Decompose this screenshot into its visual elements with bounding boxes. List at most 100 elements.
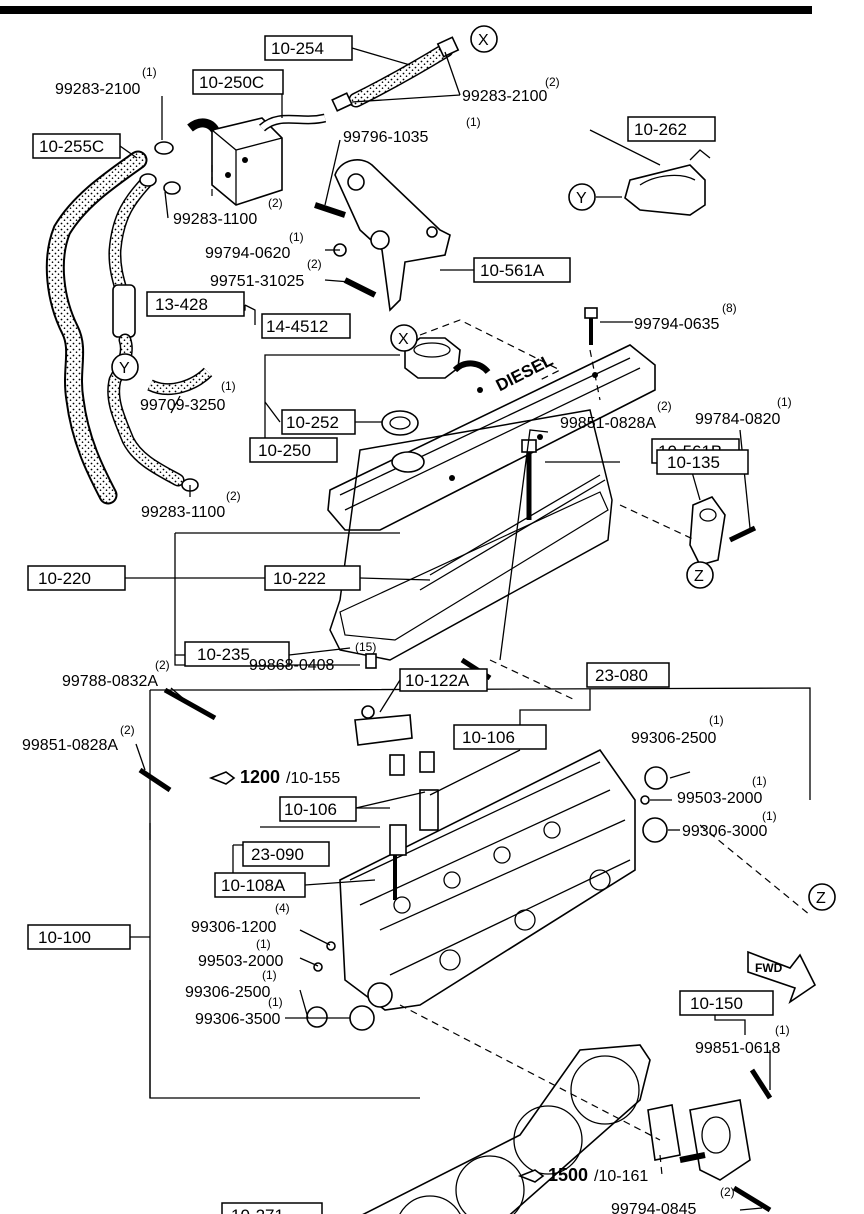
leader-lines	[119, 47, 811, 1211]
long-hose	[45, 150, 148, 505]
svg-text:10-222: 10-222	[273, 569, 326, 588]
filler-gasket	[381, 410, 419, 436]
ref-box-10-222[interactable]: 10-222	[264, 565, 361, 591]
ref-box-10-252[interactable]: 10-252	[281, 409, 356, 435]
part-99306-3500: 99306-3500	[195, 1011, 281, 1028]
ref-box-23-090[interactable]: 23-090	[242, 841, 330, 867]
ref-box-10-220[interactable]: 10-220	[27, 565, 126, 591]
part-labels: (1) 99283-2100 (2) 99283-2100 (1) 99796-…	[22, 65, 792, 1214]
ref-box-10-106-lower[interactable]: 10-106	[279, 796, 357, 822]
ref-box-10-135[interactable]: 10-135	[656, 449, 749, 475]
marker-z-lower: Z	[808, 883, 836, 911]
part-99784-0820: 99784-0820	[695, 411, 781, 428]
part-99306-3000: 99306-3000	[682, 823, 768, 840]
fwd-label: FWD	[755, 961, 783, 975]
svg-text:23-080: 23-080	[595, 666, 648, 685]
part-99283-1100-lower: 99283-1100	[141, 504, 225, 521]
svg-text:10-106: 10-106	[284, 800, 337, 819]
svg-text:Y: Y	[576, 190, 587, 207]
qty-2100-1: (1)	[142, 65, 157, 79]
qty-0820: (1)	[777, 395, 792, 409]
svg-text:14-4512: 14-4512	[266, 317, 328, 336]
qty-0828a-b: (2)	[120, 723, 135, 737]
callout-1200[interactable]: 1200 /10-155	[208, 767, 340, 787]
qty-1100-b: (2)	[226, 489, 241, 503]
ref-box-10-108a[interactable]: 10-108A	[214, 872, 306, 898]
qty-2500-b: (1)	[262, 968, 277, 982]
qty-2100-2: (2)	[545, 75, 560, 89]
svg-text:Y: Y	[119, 360, 130, 377]
part-99788-0832a: 99788-0832A	[62, 673, 158, 690]
ref-box-10-271[interactable]: 10-271	[221, 1202, 323, 1214]
bolt-99794-0635	[584, 307, 598, 345]
callout-1200-num: 1200	[240, 767, 280, 787]
ref-box-10-255c[interactable]: 10-255C	[32, 133, 121, 159]
svg-text:10-220: 10-220	[38, 569, 91, 588]
ref-box-23-080[interactable]: 23-080	[586, 662, 670, 688]
svg-text:Z: Z	[816, 890, 826, 907]
qty-0618: (1)	[775, 1023, 790, 1037]
qty-31025: (2)	[307, 257, 322, 271]
part-99851-0828a-upper: 99851-0828A	[560, 415, 656, 432]
svg-text:X: X	[478, 32, 489, 49]
bearing-caps	[354, 705, 413, 746]
part-99794-0620: 99794-0620	[205, 245, 291, 262]
svg-text:Z: Z	[694, 568, 704, 585]
ref-box-10-561a[interactable]: 10-561A	[473, 257, 571, 283]
ref-box-10-254[interactable]: 10-254	[264, 35, 353, 61]
qty-0635: (8)	[722, 301, 737, 315]
part-99306-2500-upper: 99306-2500	[631, 730, 717, 747]
part-99283-2100-right: 99283-2100	[462, 88, 548, 105]
ref-box-10-262[interactable]: 10-262	[627, 116, 716, 142]
plugs	[306, 766, 668, 1031]
part-99709-3250: 99709-3250	[140, 397, 226, 414]
qty-3500: (1)	[268, 995, 283, 1009]
svg-text:10-252: 10-252	[286, 413, 339, 432]
svg-text:10-106: 10-106	[462, 728, 515, 747]
ref-box-10-250[interactable]: 10-250	[249, 437, 338, 463]
svg-text:10-150: 10-150	[690, 994, 743, 1013]
ref-box-13-428[interactable]: 13-428	[146, 291, 245, 317]
ref-box-10-235[interactable]: 10-235	[184, 641, 290, 667]
fwd-arrow: FWD	[747, 950, 817, 1005]
stud-99788-0832a	[163, 687, 217, 721]
callout-1500[interactable]: 1500 /10-161	[517, 1165, 648, 1185]
part-99283-1100-upper: 99283-1100	[173, 211, 257, 228]
qty-3000: (1)	[762, 809, 777, 823]
bracket-10-561a	[314, 159, 451, 312]
part-99751-31025: 99751-31025	[210, 273, 304, 290]
svg-text:X: X	[398, 331, 409, 348]
part-99868-0408: 99868-0408	[249, 657, 335, 674]
thermostat-housing	[647, 1068, 773, 1213]
qty-1200: (4)	[275, 901, 290, 915]
top-border	[0, 6, 812, 14]
svg-text:10-122A: 10-122A	[405, 671, 470, 690]
marker-z-right: Z	[686, 561, 714, 589]
qty-2500-a: (1)	[709, 713, 724, 727]
svg-text:23-090: 23-090	[251, 845, 304, 864]
ref-box-10-250c[interactable]: 10-250C	[192, 69, 284, 95]
dashed-leaders	[211, 165, 811, 1176]
svg-text:10-561A: 10-561A	[480, 261, 545, 280]
part-99796-1035: 99796-1035	[343, 129, 429, 146]
qty-0845: (2)	[720, 1185, 735, 1199]
part-99851-0828a-lower: 99851-0828A	[22, 737, 118, 754]
ref-box-10-106-upper[interactable]: 10-106	[453, 724, 547, 750]
hose-with-filter	[107, 173, 185, 487]
bracket-10-561b	[689, 496, 757, 566]
ref-box-10-150[interactable]: 10-150	[679, 990, 774, 1016]
part-99503-2000-upper: 99503-2000	[677, 790, 763, 807]
svg-text:10-100: 10-100	[38, 928, 91, 947]
ref-box-10-122a[interactable]: 10-122A	[399, 668, 488, 692]
small-hose-y	[147, 367, 213, 395]
svg-text:10-108A: 10-108A	[221, 876, 286, 895]
ref-box-10-100[interactable]: 10-100	[27, 924, 131, 950]
marker-x-top: X	[470, 25, 498, 53]
marker-x-mid: X	[390, 324, 418, 352]
stud-99851-0828a-lower	[138, 767, 172, 793]
ref-box-14-4512[interactable]: 14-4512	[261, 313, 351, 339]
breather-hose-upper	[331, 36, 460, 112]
svg-text:13-428: 13-428	[155, 295, 208, 314]
part-99794-0845: 99794-0845	[611, 1201, 697, 1214]
gasket-10-222	[419, 474, 606, 591]
